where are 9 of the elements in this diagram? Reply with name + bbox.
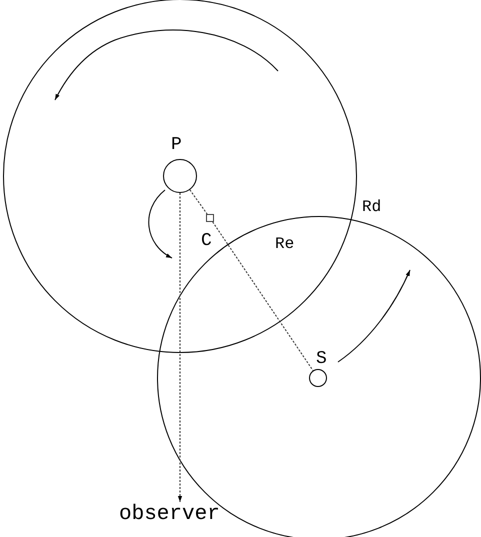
point-label: Re — [275, 236, 294, 252]
connector-line — [212, 222, 314, 372]
point-label: C — [201, 232, 212, 250]
connector-line — [189, 189, 208, 214]
point-label: S — [316, 350, 327, 368]
point-label: P — [171, 136, 182, 154]
point-label: Rd — [362, 199, 382, 215]
arrow — [178, 192, 182, 502]
node-label: observer — [119, 504, 220, 525]
